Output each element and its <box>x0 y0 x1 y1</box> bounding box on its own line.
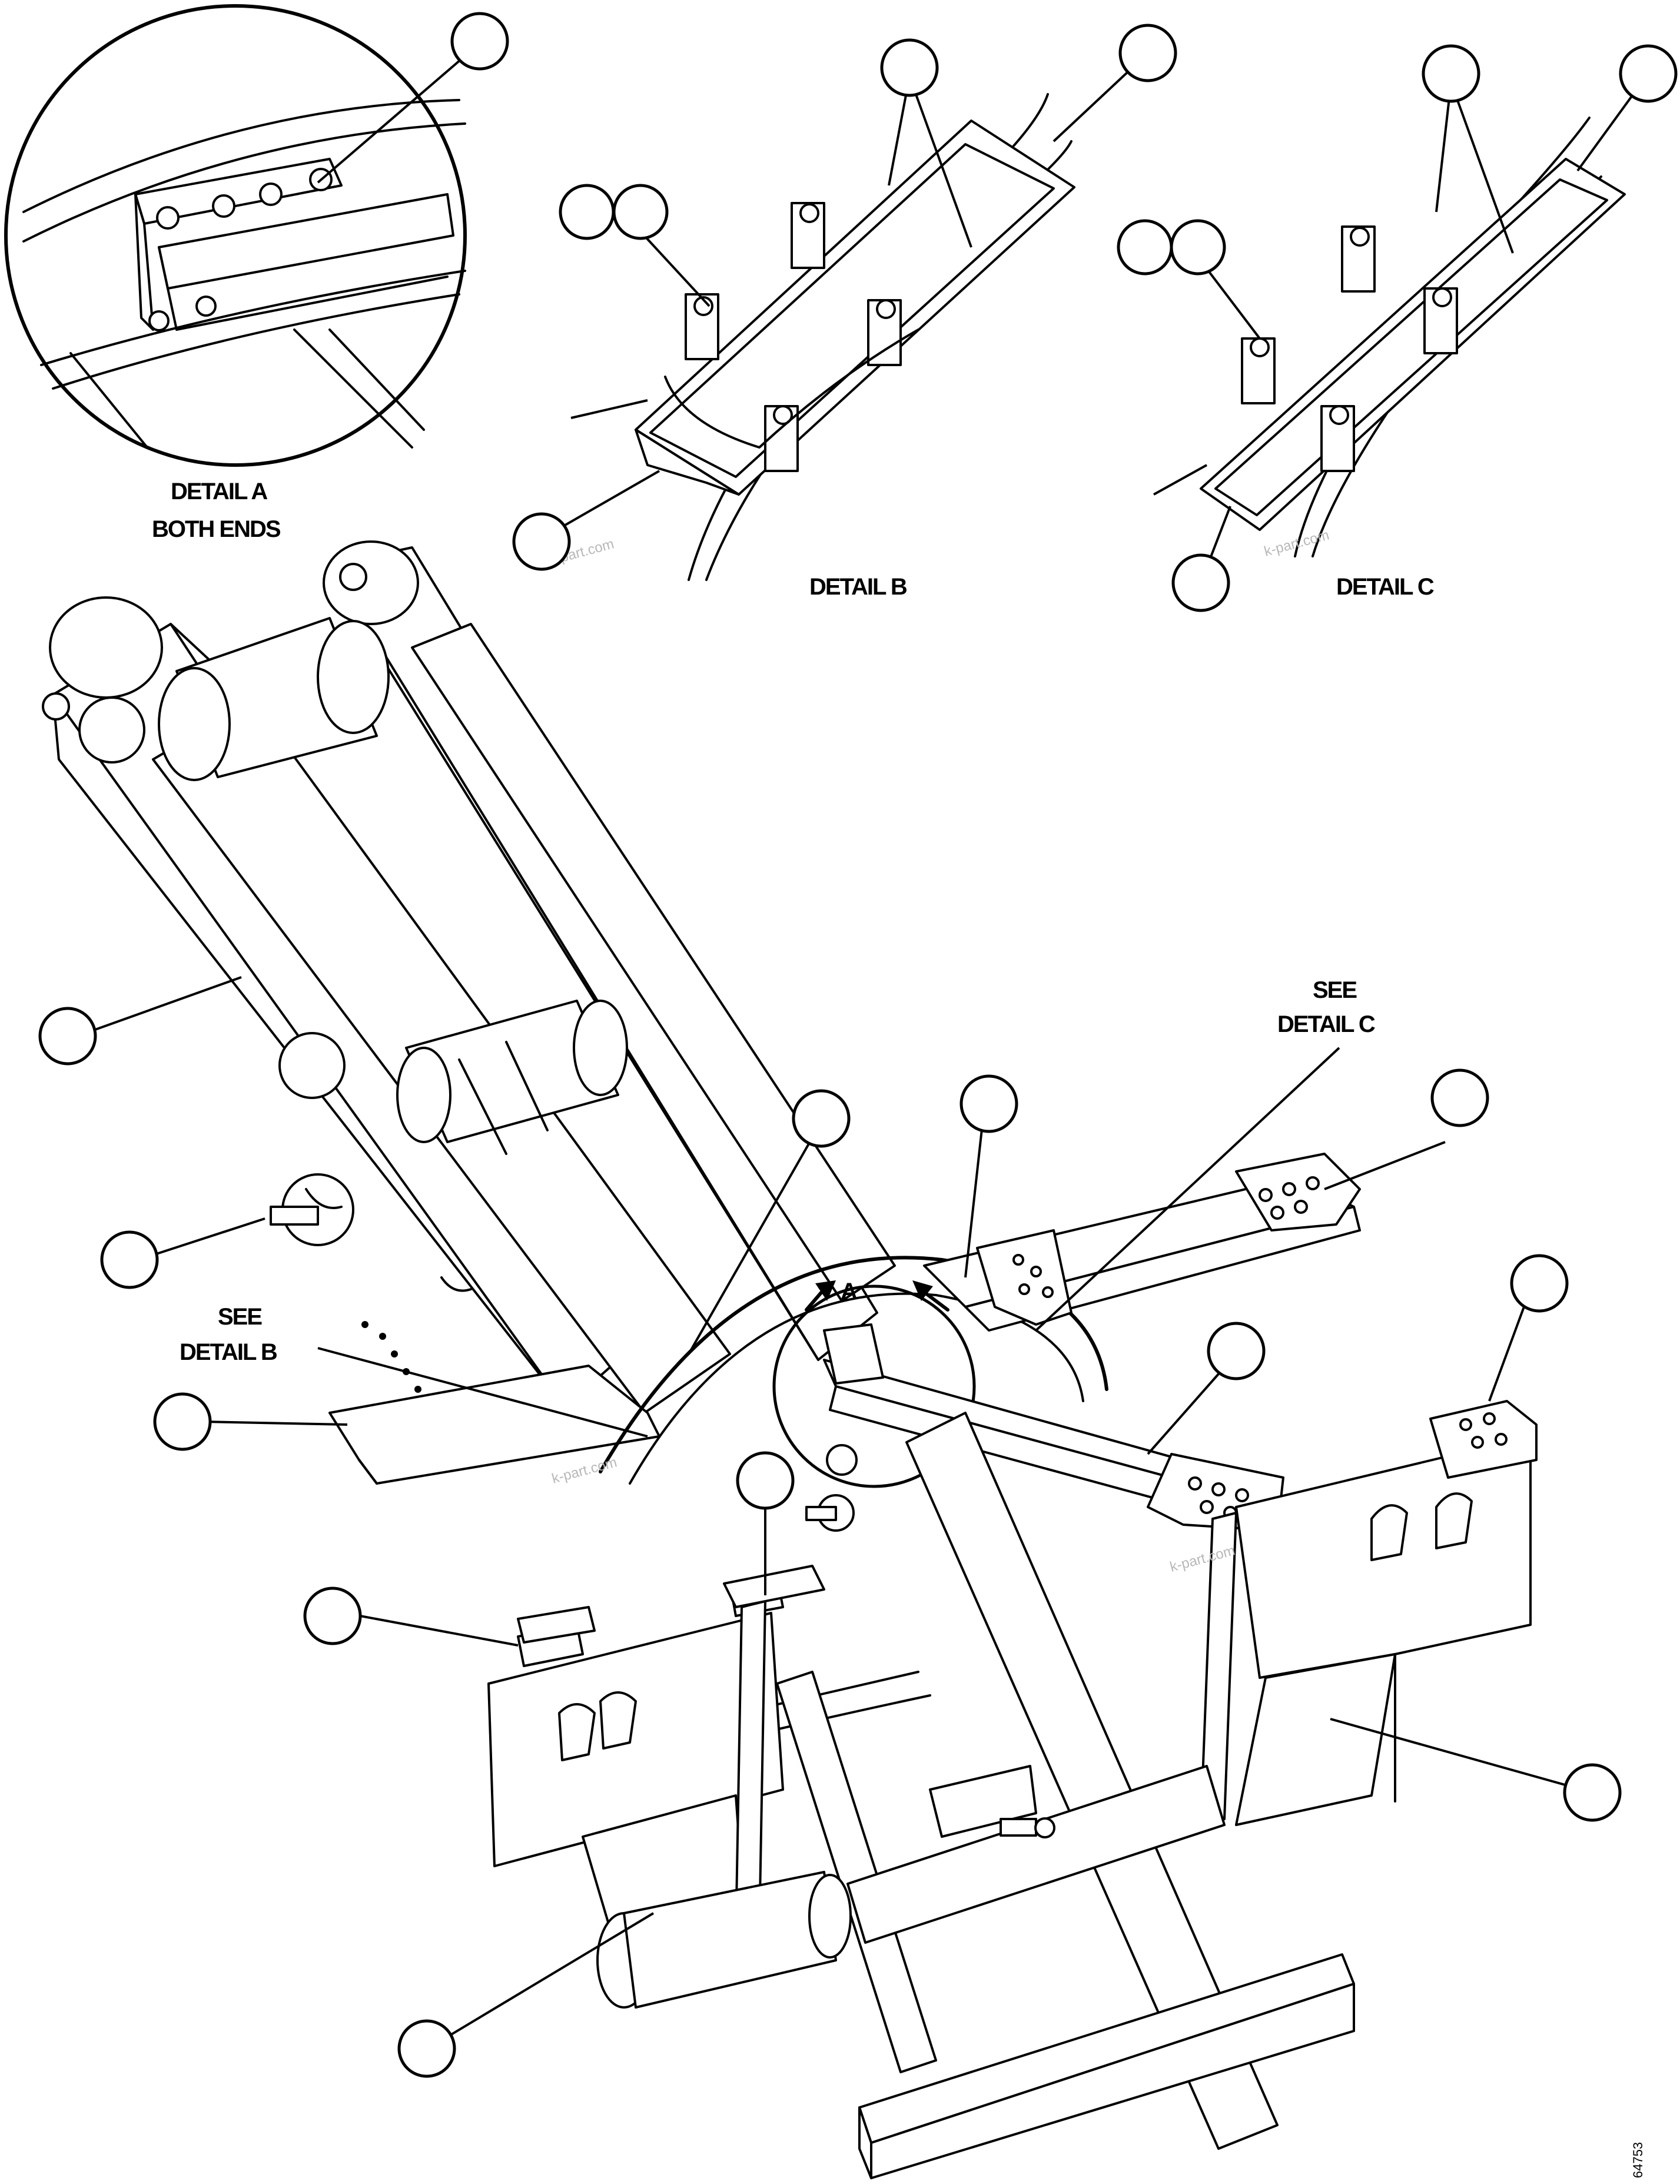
bolt-icon <box>1259 1176 1320 1220</box>
callout-bubble <box>1619 44 1678 103</box>
see-detail-c-label: SEE <box>1313 977 1357 1003</box>
main-assembly <box>42 540 1538 2179</box>
watermark-main-1: k-part.com <box>550 1454 619 1486</box>
callout-bubble <box>397 2019 456 2078</box>
callout-bubble <box>1430 1068 1489 1127</box>
callout-bubble <box>1510 1254 1569 1313</box>
callout-bubble <box>1563 1763 1622 1822</box>
bolt-icon <box>361 1321 421 1393</box>
view-a-label: A <box>841 1279 857 1305</box>
boom-pivot <box>42 540 419 764</box>
view-a-circle <box>772 1284 976 1488</box>
callout-bubble <box>612 184 669 240</box>
see-detail-c-sublabel: DETAIL C <box>1277 1011 1375 1037</box>
detail-a-label: DETAIL A <box>171 479 267 504</box>
detail-c <box>1200 117 1626 557</box>
see-detail-b-sublabel: DETAIL B <box>180 1339 277 1365</box>
see-detail-b-label: SEE <box>218 1304 262 1330</box>
callout-bubble <box>38 1007 97 1066</box>
callout-bubble <box>1207 1322 1266 1380</box>
callout-bubble <box>1118 24 1177 82</box>
callout-bubble <box>959 1074 1018 1133</box>
callout-bubble <box>512 512 571 571</box>
callout-bubble <box>1422 44 1480 103</box>
detail-a <box>4 4 467 467</box>
callout-bubble <box>1171 553 1230 612</box>
leader-lines <box>85 55 1649 2047</box>
callout-bubble <box>1117 219 1173 276</box>
callout-bubble <box>792 1089 851 1148</box>
callout-bubble <box>880 38 939 97</box>
callout-bubble <box>303 1586 362 1645</box>
bracket-icon <box>685 202 902 472</box>
bolt-icon <box>148 168 333 331</box>
arrow-icon <box>815 1280 836 1301</box>
callout-bubble <box>1170 219 1226 276</box>
detail-a-sublabel: BOTH ENDS <box>152 516 281 542</box>
watermark-c: k-part.com <box>1263 527 1331 559</box>
callout-bubble <box>736 1451 795 1510</box>
callout-bubbles <box>38 12 1678 2078</box>
callout-bubble <box>450 12 509 71</box>
callout-bubble <box>559 184 615 240</box>
figure-number: 64753 <box>1631 2142 1645 2178</box>
bolt-icon <box>1012 1254 1054 1298</box>
callout-bubble <box>100 1230 159 1289</box>
detail-b <box>635 93 1075 581</box>
arrow-icon-2 <box>912 1280 933 1301</box>
detail-b-label: DETAIL B <box>809 574 907 600</box>
detail-c-label: DETAIL C <box>1336 574 1434 600</box>
bracket-icon <box>1241 225 1458 472</box>
bolt-icon <box>1459 1412 1508 1449</box>
callout-bubble <box>153 1392 212 1451</box>
